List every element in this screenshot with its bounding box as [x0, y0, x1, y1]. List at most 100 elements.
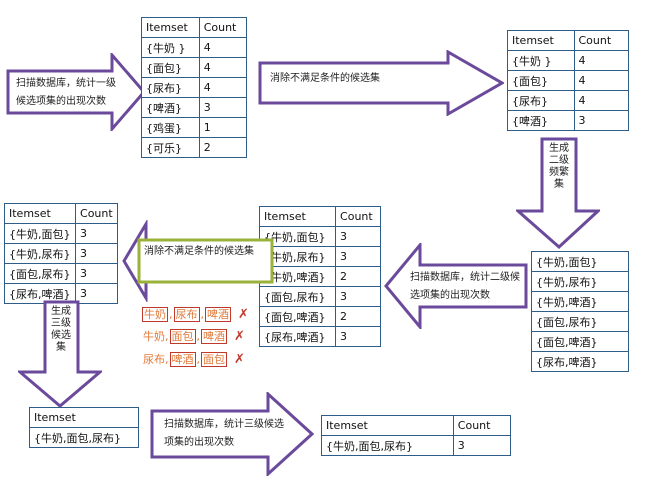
itemset-cell: {面包,尿布}: [258, 286, 337, 307]
header-count: Count: [75, 203, 118, 224]
count-cell: 2: [198, 137, 248, 158]
right-arrow-shape: [258, 50, 504, 116]
table-header-row: Itemset: [29, 407, 139, 428]
count-cell: 4: [573, 70, 629, 91]
table-row: {尿布}4: [507, 90, 629, 111]
table-header-row: Itemset Count: [258, 206, 381, 227]
itemset-cell: {可乐}: [141, 137, 200, 158]
down-arrow-shape: [18, 300, 102, 408]
candidate-2-count-table: Itemset Count {牛奶,面包}3 {牛奶,尿布}3 {牛奶,啤酒}2…: [258, 206, 381, 347]
count-cell: 4: [198, 57, 248, 78]
count-cell: 3: [75, 283, 118, 304]
prune-level2-arrow: 消除不满足条件的候选集: [122, 220, 274, 302]
table-row: {尿布,啤酒}: [531, 351, 629, 372]
pruned-item: 尿布: [173, 307, 200, 322]
generate-level2-arrow: 生成二级频繁集: [516, 137, 600, 249]
itemset-cell: {啤酒}: [507, 110, 575, 131]
frequent-3-itemset-table: Itemset Count {牛奶,面包,尿布}3: [321, 415, 512, 456]
scan-level1-label: 扫描数据库，统计一级候选项集的出现次数: [16, 78, 116, 107]
count-cell: 4: [198, 37, 248, 58]
itemset-cell: {牛奶,尿布}: [3, 243, 77, 264]
table-row: {牛奶 }4: [141, 37, 248, 58]
count-cell: 3: [335, 226, 381, 247]
count-cell: 3: [335, 326, 381, 347]
generate-level2-label: 生成二级频繁集: [549, 143, 569, 190]
candidate-1-itemset-table: Itemset Count {牛奶 }4 {面包}4 {尿布}4 {啤酒}3 {…: [141, 17, 248, 158]
itemset-cell: {牛奶,面包}: [258, 226, 337, 247]
header-itemset: Itemset: [29, 407, 139, 428]
count-cell: 3: [573, 110, 629, 131]
count-cell: 4: [198, 77, 248, 98]
pruned-candidate-1: 牛奶,尿布,啤酒✗: [142, 307, 249, 322]
itemset-cell: {鸡蛋}: [141, 117, 200, 138]
table-header-row: Itemset Count: [3, 203, 118, 224]
itemset-cell: {尿布,啤酒}: [3, 283, 77, 304]
count-cell: 3: [335, 286, 381, 307]
header-count: Count: [573, 30, 629, 51]
table-header-row: Itemset Count: [321, 415, 512, 436]
header-count: Count: [198, 17, 248, 38]
table-row: {啤酒}3: [507, 110, 629, 131]
header-itemset: Itemset: [141, 17, 200, 38]
count-cell: 2: [335, 266, 381, 287]
table-row: {牛奶,尿布}3: [3, 243, 118, 264]
right-arrow-shape: [150, 392, 314, 476]
count-cell: 4: [573, 90, 629, 111]
table-row: {牛奶,面包}3: [3, 223, 118, 244]
scan-level2-arrow: 扫描数据库，统计二级候选项集的出现次数: [384, 243, 528, 329]
table-row: {牛奶,啤酒}2: [258, 266, 381, 287]
table-row: {鸡蛋}1: [141, 117, 248, 138]
prune-level2-label: 消除不满足条件的候选集: [144, 246, 254, 257]
itemset-cell: {牛奶 }: [141, 37, 200, 58]
table-row: {牛奶,啤酒}: [531, 291, 629, 312]
itemset-cell: {牛奶,尿布}: [531, 271, 629, 292]
left-arrow-shape: [384, 243, 528, 329]
table-row: {啤酒}3: [141, 97, 248, 118]
pruned-item: 尿布: [143, 353, 165, 366]
pruned-item: 面包: [201, 352, 227, 367]
table-row: {牛奶,面包,尿布}: [29, 427, 139, 448]
itemset-cell: {面包,尿布}: [531, 311, 629, 332]
table-row: {尿布,啤酒}3: [258, 326, 381, 347]
count-cell: 3: [452, 435, 512, 456]
generate-level3-arrow: 生成三级候选集: [18, 300, 102, 408]
table-row: {尿布,啤酒}3: [3, 283, 118, 304]
prune-level1-label: 消除不满足条件的候选集: [270, 73, 380, 84]
itemset-cell: {牛奶,面包}: [3, 223, 77, 244]
left-arrow-shape: [122, 220, 274, 302]
itemset-cell: {面包}: [141, 57, 200, 78]
frequent-2-itemset-table: Itemset Count {牛奶,面包}3 {牛奶,尿布}3 {面包,尿布}3…: [3, 203, 118, 304]
scan-level3-label: 扫描数据库，统计三级候选项集的出现次数: [164, 419, 284, 448]
count-cell: 3: [75, 263, 118, 284]
table-row: {面包,啤酒}: [531, 331, 629, 352]
table-row: {面包,尿布}: [531, 311, 629, 332]
right-arrow-shape: [6, 53, 146, 131]
table-row: {面包}4: [141, 57, 248, 78]
table-row: {可乐}2: [141, 137, 248, 158]
table-row: {牛奶,面包}3: [258, 226, 381, 247]
pruned-item: 啤酒: [205, 307, 231, 322]
count-cell: 4: [573, 50, 629, 71]
count-cell: 1: [198, 117, 248, 138]
itemset-cell: {尿布}: [141, 77, 200, 98]
header-count: Count: [335, 206, 381, 227]
table-header-row: Itemset Count: [507, 30, 629, 51]
prune-level1-arrow: 消除不满足条件的候选集: [258, 50, 504, 116]
candidate-2-itemset-list: {牛奶,面包} {牛奶,尿布} {牛奶,啤酒} {面包,尿布} {面包,啤酒} …: [531, 251, 629, 372]
table-row: {牛奶 }4: [507, 50, 629, 71]
down-arrow-shape: [516, 137, 600, 249]
itemset-cell: {牛奶,面包,尿布}: [29, 427, 139, 448]
itemset-cell: {牛奶 }: [507, 50, 575, 71]
scan-level1-arrow: 扫描数据库，统计一级候选项集的出现次数: [6, 53, 146, 131]
scan-level3-arrow: 扫描数据库，统计三级候选项集的出现次数: [150, 392, 314, 476]
count-cell: 3: [75, 243, 118, 264]
table-row: {面包}4: [507, 70, 629, 91]
itemset-cell: {尿布}: [507, 90, 575, 111]
cross-icon: ✗: [234, 352, 245, 367]
itemset-cell: {啤酒}: [141, 97, 200, 118]
itemset-cell: {面包,啤酒}: [531, 331, 629, 352]
count-cell: 2: [335, 306, 381, 327]
itemset-cell: {牛奶,面包,尿布}: [321, 435, 454, 456]
table-row: {牛奶,尿布}: [531, 271, 629, 292]
table-row: {尿布}4: [141, 77, 248, 98]
